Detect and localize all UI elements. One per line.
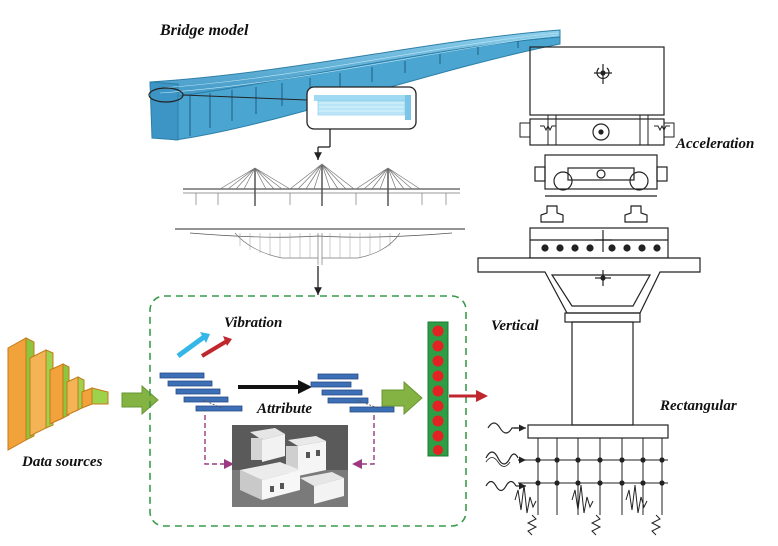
girder-elevation bbox=[175, 228, 465, 295]
left-layers bbox=[159, 372, 243, 412]
label-data-sources: Data sources bbox=[22, 454, 103, 470]
label-vertical: Vertical bbox=[491, 318, 539, 334]
green-arrow-to-features bbox=[381, 380, 423, 416]
processing-box bbox=[149, 295, 467, 527]
vehicle-bridge-model bbox=[477, 46, 701, 536]
dof-icon bbox=[594, 64, 612, 84]
vibration-arrows bbox=[176, 332, 232, 359]
cable-stayed-bridge-elevation bbox=[183, 163, 460, 206]
attribute-arrow bbox=[238, 380, 312, 394]
feature-vector bbox=[427, 321, 449, 457]
cross-section-detail bbox=[306, 86, 417, 160]
right-layers bbox=[310, 373, 395, 413]
label-attribute: Attribute bbox=[257, 401, 313, 417]
data-sources-stack bbox=[7, 337, 159, 451]
feedback-arrows bbox=[204, 415, 375, 465]
label-rectangular: Rectangular bbox=[660, 398, 737, 414]
label-acceleration: Acceleration bbox=[676, 136, 755, 152]
building-model-image bbox=[232, 425, 348, 507]
label-vibration: Vibration bbox=[224, 315, 283, 331]
label-bridge-model: Bridge model bbox=[160, 22, 249, 39]
output-arrow bbox=[449, 390, 488, 402]
